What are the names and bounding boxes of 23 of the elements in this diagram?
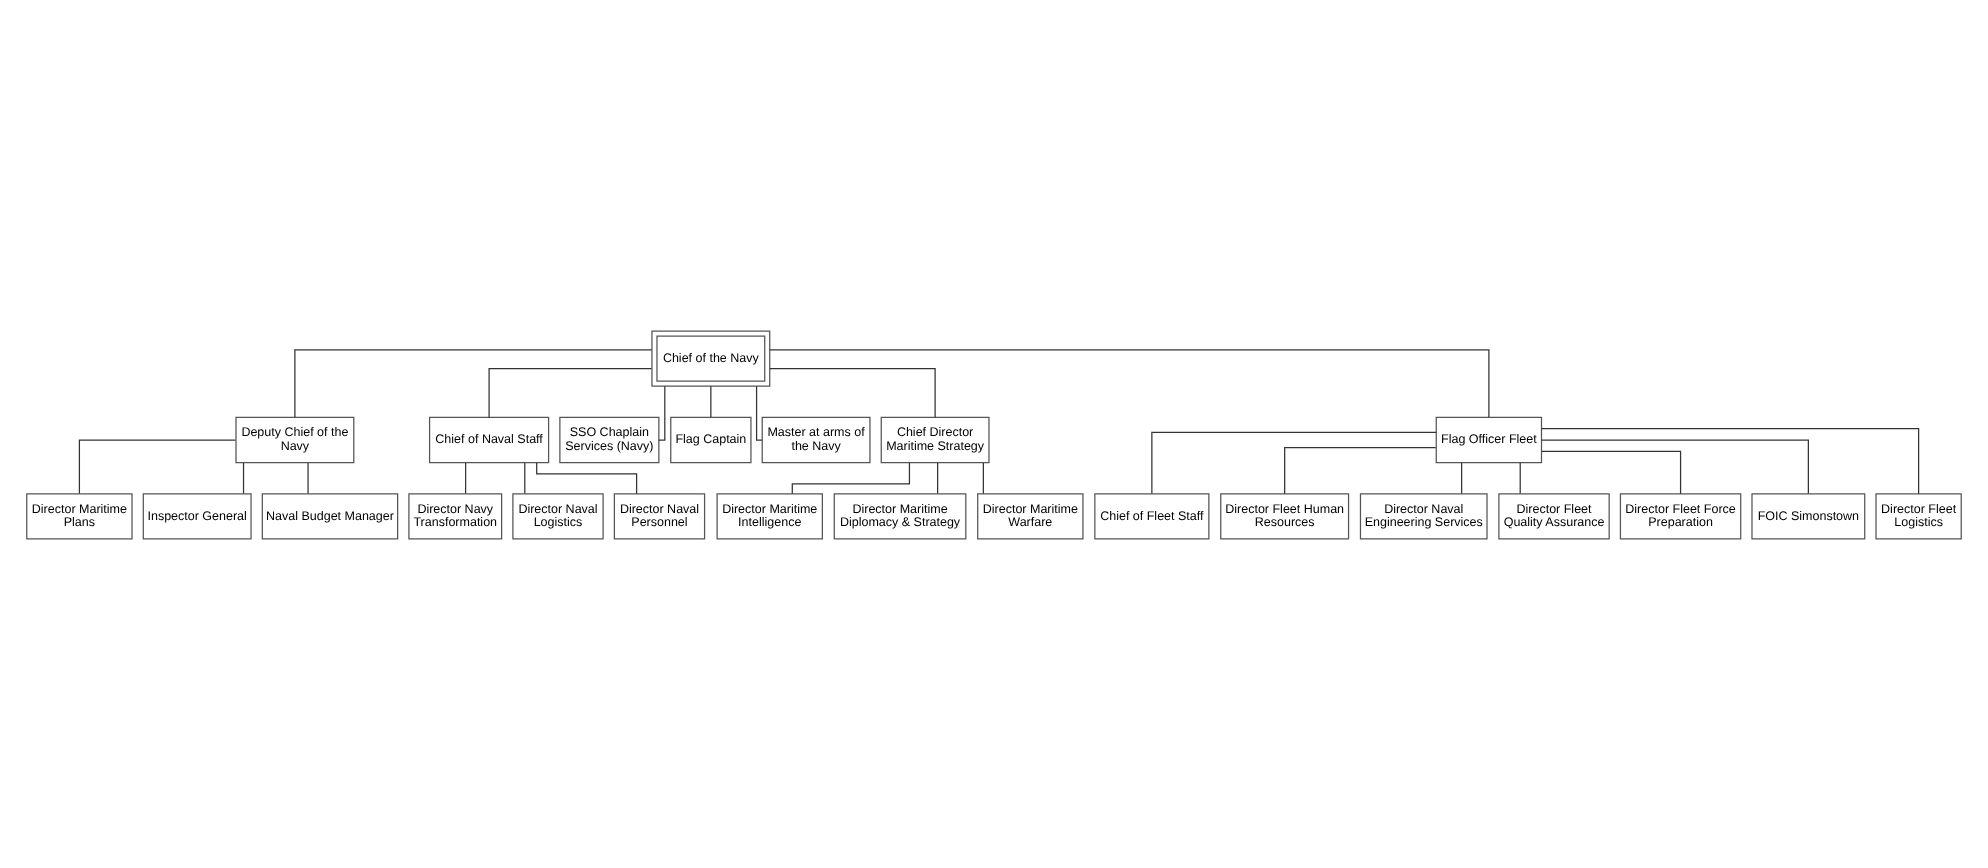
- connector: [769, 366, 936, 418]
- connector: [464, 461, 467, 494]
- connector: [1284, 445, 1437, 494]
- connector: [755, 384, 763, 440]
- connector: [937, 461, 939, 494]
- connector: [1540, 427, 1920, 494]
- connector: [524, 461, 526, 494]
- connector: [658, 384, 666, 440]
- connector: [710, 384, 712, 417]
- connector: [307, 461, 309, 494]
- connector: [1541, 449, 1682, 494]
- connector: [536, 461, 638, 494]
- connector: [769, 348, 1490, 417]
- connector: [242, 461, 245, 494]
- connector: [1151, 430, 1437, 494]
- connector: [488, 366, 653, 418]
- connector: [294, 348, 653, 417]
- connector: [1519, 461, 1521, 494]
- connector: [78, 438, 237, 494]
- connector: [1461, 461, 1463, 494]
- connector: [982, 461, 984, 494]
- connector: [1541, 438, 1809, 494]
- connector: [791, 461, 911, 494]
